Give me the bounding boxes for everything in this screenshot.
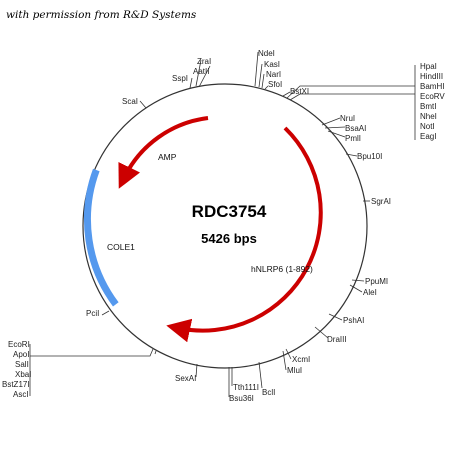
site-label-draiii: DraIII (327, 335, 347, 344)
site-label-nhei: NheI (420, 112, 437, 121)
site-label-nari: NarI (266, 70, 281, 79)
site-label-scai: ScaI (122, 97, 138, 106)
credit-text: with permission from R&D Systems (6, 9, 197, 21)
site-label-hpai: HpaI (420, 62, 437, 71)
site-label-pcii: PciI (86, 309, 99, 318)
site-label-eagi: EagI (420, 132, 436, 141)
site-label-sali: SalI (15, 360, 29, 369)
hnlrp6-feature-arrow (166, 126, 323, 343)
site-label-bsaai: BsaAI (345, 124, 366, 133)
plasmid-name: RDC3754 (192, 202, 267, 221)
site-label-bsu36i: Bsu36I (229, 394, 254, 403)
site-label-bstz17i: BstZ17I (2, 380, 30, 389)
site-label-mlui: MluI (287, 366, 302, 375)
site-label-xbai: XbaI (15, 370, 31, 379)
amp-label: AMP (158, 152, 177, 162)
site-label-alei: AleI (363, 288, 377, 297)
site-label-aatii: AatII (193, 67, 209, 76)
site-label-sspi: SspI (172, 74, 188, 83)
site-label-bcli: BclI (262, 388, 275, 397)
hnlrp6-label: hNLRP6 (1-892) (251, 264, 313, 274)
site-label-pmli: PmlI (345, 134, 361, 143)
amp-feature-arrow (118, 116, 209, 189)
cole1-label: COLE1 (107, 242, 135, 252)
site-label-xcmi: XcmI (292, 355, 310, 364)
site-label-kasi: KasI (264, 60, 280, 69)
site-label-bamhi: BamHI (420, 82, 444, 91)
site-label-ecorv: EcoRV (420, 92, 445, 101)
site-label-asci: AscI (13, 390, 29, 399)
plasmid-size: 5426 bps (201, 231, 257, 246)
site-label-hindiii: HindIII (420, 72, 443, 81)
site-label-nrui: NruI (340, 114, 355, 123)
site-label-ndei: NdeI (258, 49, 275, 58)
site-label-sexai: SexAI (175, 374, 196, 383)
site-ticks (30, 51, 415, 397)
cole1-feature-arc (84, 168, 119, 307)
site-label-noti: NotI (420, 122, 435, 131)
site-label-sgrai: SgrAI (371, 197, 391, 206)
site-label-zrai: ZraI (197, 57, 211, 66)
site-label-bmti: BmtI (420, 102, 436, 111)
site-label-ecori: EcoRI (8, 340, 30, 349)
site-label-pshai: PshAI (343, 316, 364, 325)
site-label-bpu10i: Bpu10I (357, 152, 382, 161)
site-label-apoi: ApoI (13, 350, 29, 359)
site-label-sfoi: SfoI (268, 80, 282, 89)
site-label-tth111i: Tth111I (233, 383, 259, 392)
site-label-ppumi: PpuMI (365, 277, 388, 286)
plasmid-backbone (82, 83, 368, 369)
site-label-bstxi: BstXI (290, 87, 309, 96)
